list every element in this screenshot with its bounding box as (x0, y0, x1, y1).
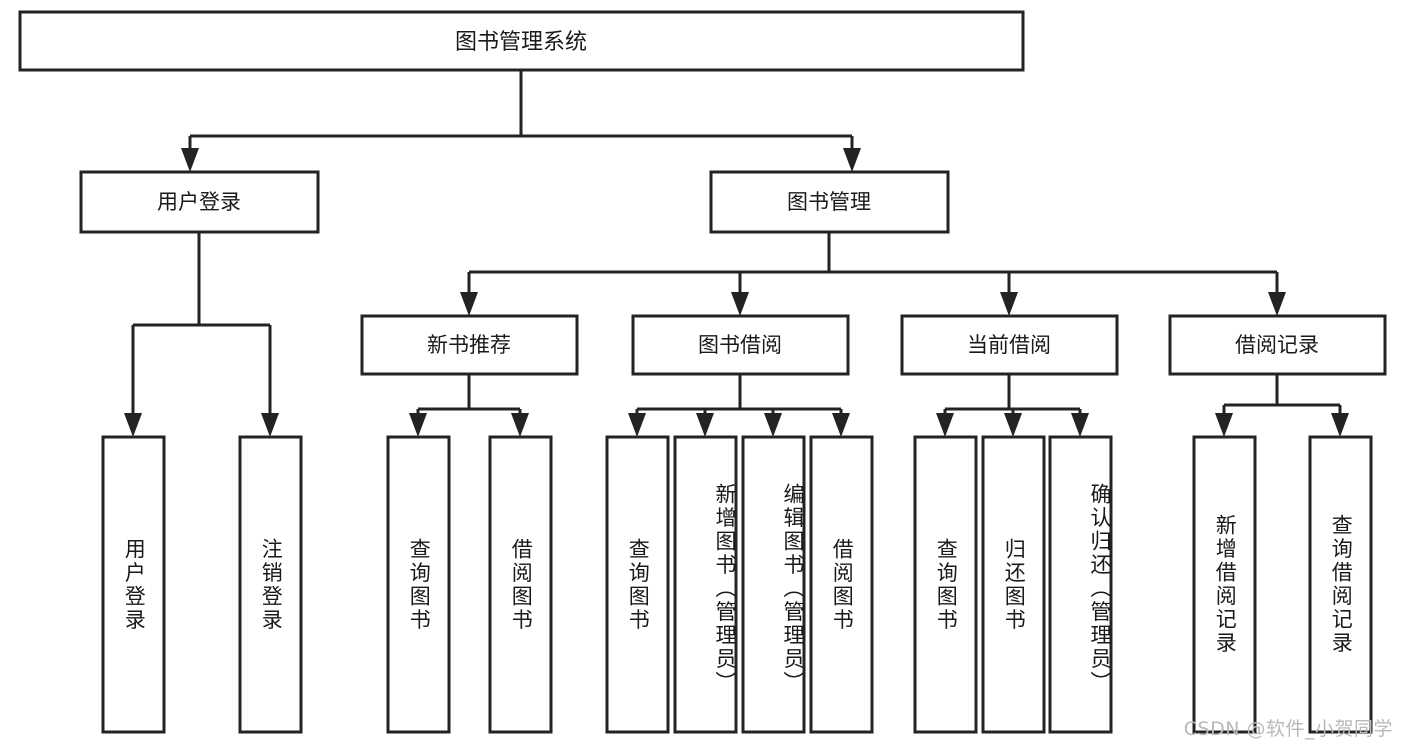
node-book-manage[interactable]: 图书管理 (709, 170, 950, 234)
node-borrow-record[interactable]: 借阅记录 (1168, 314, 1387, 376)
leaf-node-borrow-lend-book[interactable] (809, 435, 874, 734)
node-new-book-recommend[interactable]: 新书推荐 (360, 314, 579, 376)
csdn-watermark: CSDN @软件_小贺同学 (1183, 718, 1393, 740)
node-user-login[interactable]: 用户登录 (79, 170, 320, 234)
leaf-node-rec-borrow-book[interactable] (488, 435, 553, 734)
leaf-node-borrow-query-book[interactable] (605, 435, 670, 734)
leaf-node-current-query-book[interactable] (913, 435, 978, 734)
node-book-borrow[interactable]: 图书借阅 (631, 314, 850, 376)
leaf-node-borrow-add-book[interactable] (673, 435, 738, 734)
node-borrow-record-label: 借阅记录 (1235, 333, 1319, 357)
leaf-node-borrow-edit-book[interactable] (741, 435, 806, 734)
leaf-node-record-search[interactable] (1308, 435, 1373, 734)
node-current-borrow[interactable]: 当前借阅 (900, 314, 1119, 376)
node-root[interactable]: 图书管理系统 (18, 10, 1025, 72)
connector-newbook-to-leaves (409, 374, 529, 437)
connector-borrowrecord-to-leaves (1215, 374, 1349, 437)
leaf-node-user-login[interactable] (101, 435, 166, 734)
node-new-book-recommend-label: 新书推荐 (427, 333, 511, 357)
connector-bookborrow-to-leaves (628, 374, 850, 437)
connector-bookmanage-to-level3 (460, 232, 1286, 316)
node-book-borrow-label: 图书借阅 (698, 333, 782, 357)
leaf-node-record-add[interactable] (1192, 435, 1257, 734)
node-book-manage-label: 图书管理 (787, 190, 871, 214)
leaf-node-current-confirm-return[interactable] (1048, 435, 1113, 734)
leaf-node-rec-query-book[interactable] (386, 435, 451, 734)
connector-root-to-level2 (181, 70, 861, 172)
connector-userlogin-to-leaves (124, 232, 279, 437)
node-user-login-label: 用户登录 (157, 190, 241, 214)
connector-currentborrow-to-leaves (936, 374, 1089, 437)
node-root-label: 图书管理系统 (455, 30, 587, 55)
node-current-borrow-label: 当前借阅 (967, 333, 1051, 357)
leaf-node-current-return-book[interactable] (981, 435, 1046, 734)
leaf-node-user-logout[interactable] (238, 435, 303, 734)
